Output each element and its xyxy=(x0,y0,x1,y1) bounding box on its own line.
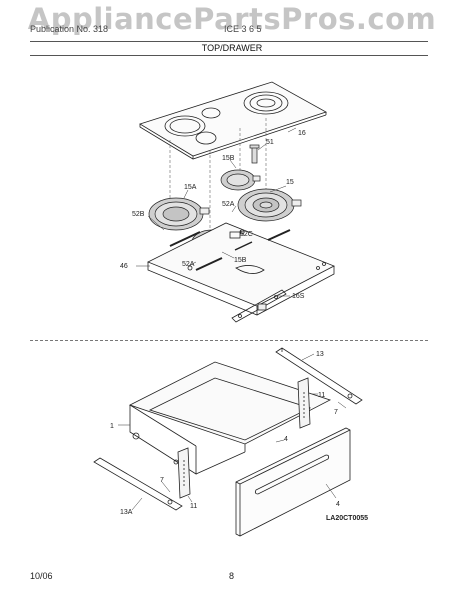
drawer-rail-13 xyxy=(275,347,363,405)
label-1: 1 xyxy=(110,423,114,430)
alignment-lines xyxy=(169,118,267,230)
terminal-51 xyxy=(249,144,260,164)
label-11-right: 11 xyxy=(318,392,325,399)
leader-lines-upper xyxy=(136,127,297,297)
element-outline-center xyxy=(201,107,221,119)
header-rule-top xyxy=(30,41,428,42)
diagram-code: LA20CT0055 xyxy=(326,515,368,522)
element-outline-front xyxy=(195,131,217,145)
header-rule-bottom xyxy=(30,55,428,56)
label-52A-front: 52A xyxy=(182,261,195,268)
element-outline-left-rear xyxy=(164,115,206,137)
header-publication: Publication No. 318 xyxy=(30,24,109,34)
burner-box-46 xyxy=(147,222,335,316)
label-15B-rear: 15B xyxy=(222,155,235,162)
glass-cooktop xyxy=(139,81,327,160)
label-52A-rear: 52A xyxy=(222,201,235,208)
label-4-top: 4 xyxy=(284,436,288,443)
label-7-left: 7 xyxy=(160,477,164,484)
watermark: AppliancePartsPros.com xyxy=(27,2,437,36)
label-51: 51 xyxy=(266,139,274,146)
label-16: 16 xyxy=(298,130,306,137)
footer-page-number: 8 xyxy=(229,571,235,581)
label-46: 46 xyxy=(120,263,128,270)
drawer-glide-11-left xyxy=(177,447,191,499)
section-divider xyxy=(30,340,428,341)
element-15 xyxy=(237,188,302,222)
element-outline-right-rear xyxy=(243,91,289,115)
label-4-bottom: 4 xyxy=(336,501,340,508)
label-13: 13 xyxy=(316,351,324,358)
element-15B-rear xyxy=(220,169,261,191)
label-15B-front: 15B xyxy=(234,257,247,264)
footer-date: 10/06 xyxy=(30,571,53,581)
header-model: ICE 3 6 5 xyxy=(224,24,262,34)
drawer-1 xyxy=(128,361,332,475)
label-52B: 52B xyxy=(132,211,145,218)
drawer-front-4 xyxy=(235,427,351,537)
element-15A xyxy=(148,197,210,231)
rear-bracket-16S xyxy=(231,289,287,323)
drawer-rail-13A xyxy=(93,457,183,511)
label-11-left: 11 xyxy=(190,503,197,510)
label-13A: 13A xyxy=(120,509,133,516)
drawer-glide-11-right xyxy=(297,377,311,429)
label-15A: 15A xyxy=(184,184,197,191)
label-16S: 16S xyxy=(292,293,305,300)
section-title: TOP/DRAWER xyxy=(201,43,263,53)
label-15: 15 xyxy=(286,179,294,186)
label-52C: 52C xyxy=(240,231,253,238)
leader-lines-lower xyxy=(118,353,347,511)
label-7-right: 7 xyxy=(334,409,338,416)
